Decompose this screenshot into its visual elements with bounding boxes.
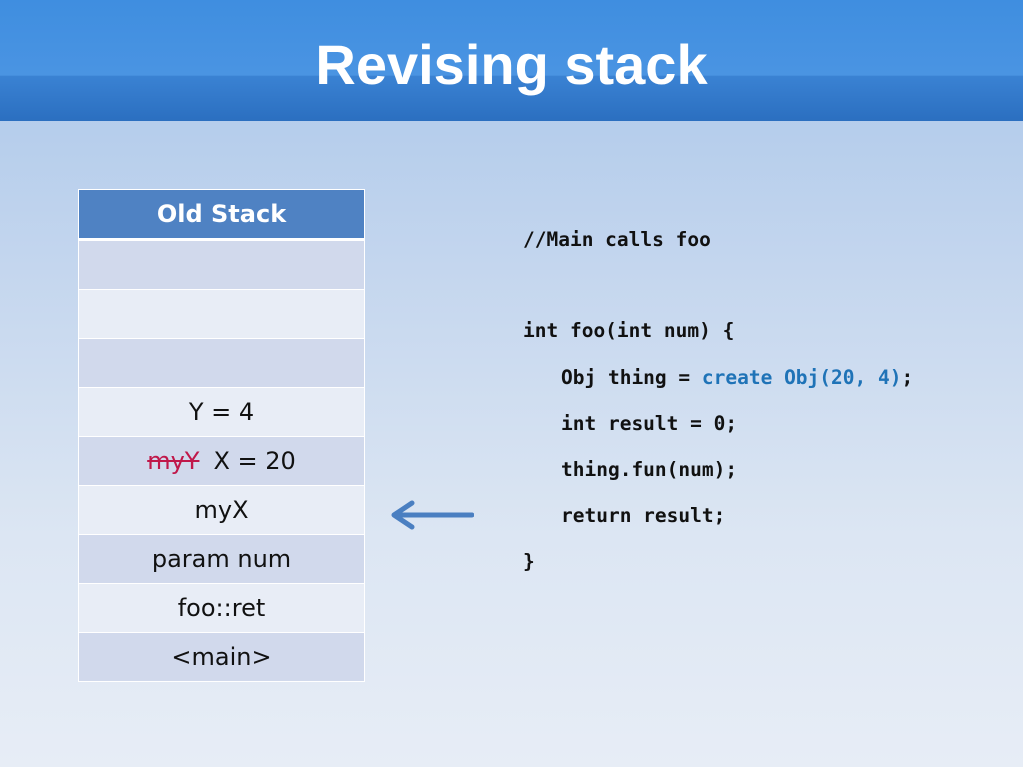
code-text: Obj thing =	[561, 366, 702, 389]
stack-row: foo::ret	[78, 583, 365, 633]
stack-row: param num	[78, 534, 365, 584]
stack-cell: foo::ret	[78, 583, 365, 633]
stack-row: myY X = 20	[78, 436, 365, 486]
stack-row: myX	[78, 485, 365, 535]
stack-row	[78, 239, 365, 290]
stack-cell-text: <main>	[171, 643, 272, 671]
code-comment: //Main calls foo	[523, 228, 711, 251]
code-line-result: int result = 0;	[561, 412, 738, 435]
stack-cell: <main>	[78, 632, 365, 682]
stack-cell	[78, 289, 365, 339]
arrow-left-icon	[391, 500, 474, 530]
stack-cell-text: foo::ret	[177, 594, 266, 622]
stack-row	[78, 289, 365, 339]
code-signature: int foo(int num) {	[523, 319, 735, 342]
code-text: ;	[901, 366, 914, 389]
stack-row: Y = 4	[78, 387, 365, 437]
code-line-fun: thing.fun(num);	[561, 458, 738, 481]
stack-cell-text: X = 20	[213, 447, 296, 475]
code-line-return: return result;	[561, 504, 726, 527]
stack-row	[78, 338, 365, 388]
stack-cell: param num	[78, 534, 365, 584]
stack-header-row: Old Stack	[78, 189, 365, 241]
stack-cell-text: myX	[194, 496, 249, 524]
code-highlight: create Obj(20, 4)	[701, 366, 902, 389]
stack-cell	[78, 338, 365, 388]
stack-cell	[78, 239, 365, 290]
title-bar-strip	[0, 76, 1023, 121]
stack-cell: myY X = 20	[78, 436, 365, 486]
struck-out-label: myY	[147, 447, 200, 475]
code-line-obj: Obj thing = create Obj(20, 4);	[561, 366, 913, 390]
stack-header: Old Stack	[78, 189, 365, 241]
code-close-brace: }	[523, 550, 535, 573]
title-bar	[0, 0, 1023, 121]
stack-cell-text: param num	[151, 545, 292, 573]
stack-cell-text: Y = 4	[188, 398, 255, 426]
stack-cell: myX	[78, 485, 365, 535]
stack-cell: Y = 4	[78, 387, 365, 437]
stack-row: <main>	[78, 632, 365, 682]
slide-title: Revising stack	[315, 33, 708, 96]
